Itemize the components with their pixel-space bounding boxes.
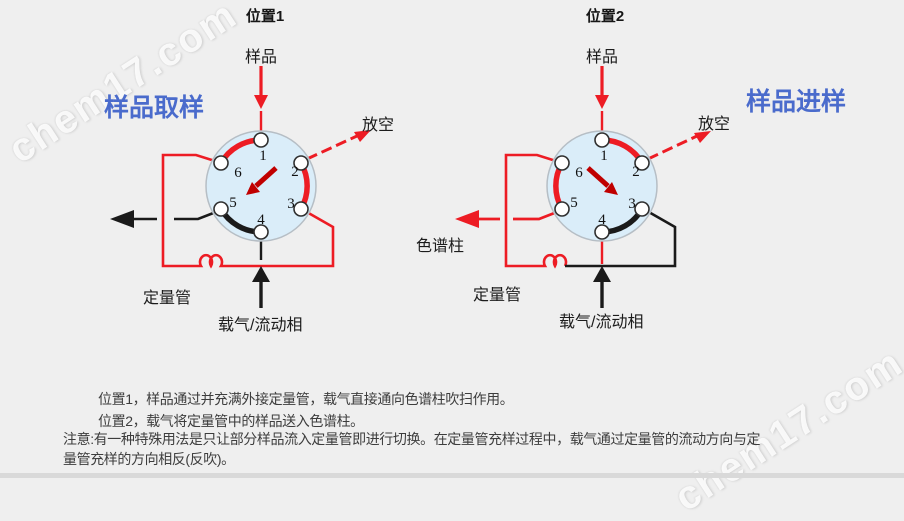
loop-label: 定量管 [473,286,521,304]
column-label: 色谱柱 [416,237,464,255]
port-1-right [594,132,610,148]
sample-loop-tube-right-black [565,209,677,268]
sample-loop-tube-left [161,153,335,269]
note-position1: 位置1，样品通过并充满外接定量管，载气直接通向色谱柱吹扫作用。 [98,391,514,407]
port-6-left [213,155,229,171]
port-number: 5 [570,195,578,211]
mode-heading: 样品进样 [746,87,846,116]
port-number: 2 [291,164,299,180]
outlet-line-left [134,210,217,221]
port-number: 1 [600,148,608,164]
valve-position-2: 1 2 3 4 5 6 位置2 样品 样品进样 放空 色谱柱 定量管 载气/流动… [416,7,846,331]
vent-label: 放空 [362,116,394,134]
vent-line-left [306,134,358,161]
mode-heading: 样品取样 [104,93,204,122]
loop-label: 定量管 [143,289,191,307]
port-number: 1 [259,148,267,164]
port-3-left [293,201,309,217]
column-arrow-icon [455,210,479,228]
carrier-label: 载气/流动相 [218,316,302,334]
carrier-arrow-icon-left [252,266,270,282]
port-4-right [594,224,610,240]
port-number: 5 [229,195,237,211]
vent-arrow-icon-left [354,130,371,142]
carrier-arrow-icon-right [593,266,611,282]
port-4-left [253,224,269,240]
sample-loop-tube-right-red [504,153,568,269]
rotation-arrow-shaft-left [254,166,278,188]
position-title: 位置2 [586,7,624,25]
valve-body-left [205,130,317,242]
port-5-right [554,201,570,217]
port-number: 6 [575,165,583,181]
port-2-left [293,155,309,171]
rotation-arrow-icon-right [604,182,618,195]
note-caution-1: 注意:有一种特殊用法是只让部分样品流入定量管即进行切换。在定量管充样过程中，载气… [63,431,761,447]
port-number: 4 [598,212,606,228]
port-number: 2 [632,164,640,180]
six-port-valve-diagram: 1 2 3 4 5 6 位置1 样品 样品取样 放空 定量管 载气/流动相 [104,7,846,334]
vent-line-right [647,134,698,161]
vent-label: 放空 [698,115,730,133]
port-3-right [634,201,650,217]
port-number: 4 [257,212,265,228]
carrier-label: 载气/流动相 [559,313,643,331]
column-line [479,210,558,221]
port-2-right [634,155,650,171]
vent-arrow-icon-right [694,131,711,143]
note-position2: 位置2，载气将定量管中的样品送入色谱柱。 [98,413,364,429]
sample-arrow-icon-right [595,95,609,109]
port-1-left [253,132,269,148]
outlet-arrow-icon-left [110,210,134,228]
note-caution-2: 量管充样的方向相反(反吹)。 [63,451,235,467]
port-6-right [554,155,570,171]
port-number: 3 [287,196,295,212]
position-title: 位置1 [246,7,284,25]
bottom-divider [0,473,904,478]
rotation-arrow-icon-left [246,182,260,195]
rotation-arrow-shaft-right [586,166,610,188]
sample-arrow-icon-left [254,95,268,109]
valve-position-1: 1 2 3 4 5 6 位置1 样品 样品取样 放空 定量管 载气/流动相 [104,7,394,334]
port-number: 3 [628,196,636,212]
valve-body-right [546,130,658,242]
port-5-left [213,201,229,217]
port-number: 6 [234,165,242,181]
sample-label: 样品 [245,48,277,66]
sample-label: 样品 [586,48,618,66]
